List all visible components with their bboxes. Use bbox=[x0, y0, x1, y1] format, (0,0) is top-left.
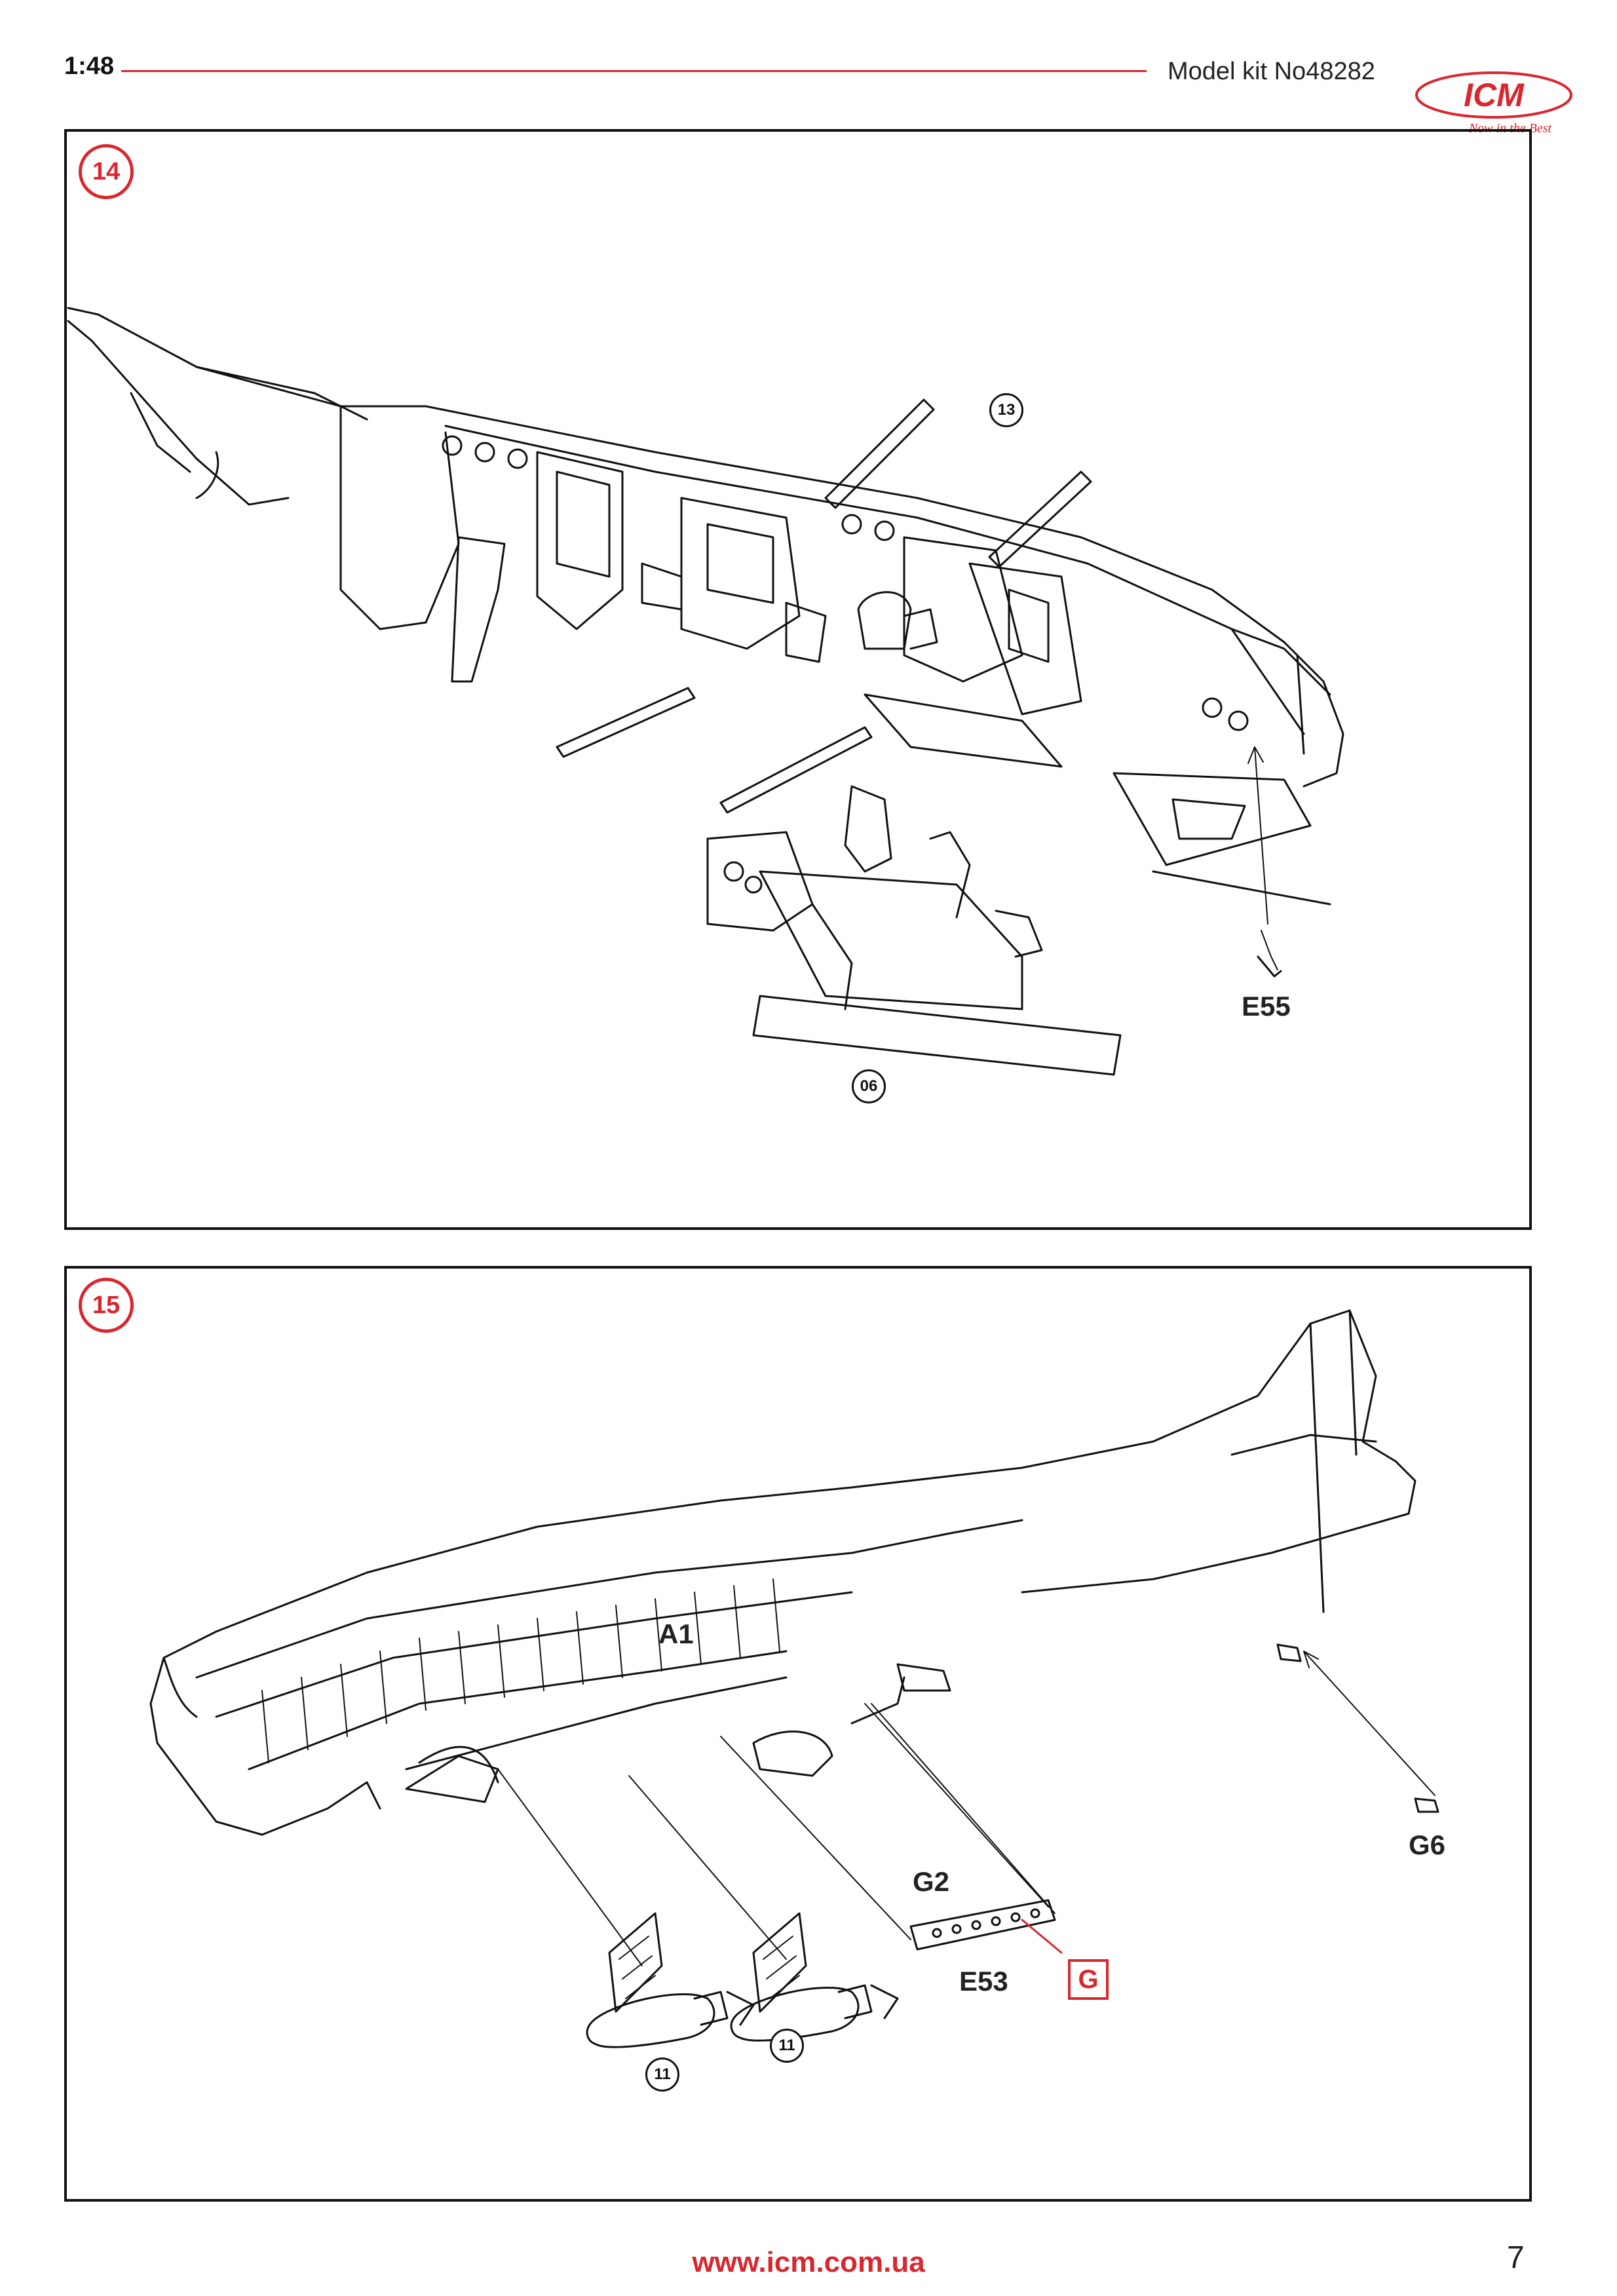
svg-text:ICM: ICM bbox=[1464, 77, 1525, 113]
part-label-g2: G2 bbox=[913, 1866, 950, 1897]
part-label-g6: G6 bbox=[1409, 1829, 1446, 1860]
part-label-e53: E53 bbox=[959, 1966, 1008, 1997]
subassembly-11-badge-left: 11 bbox=[645, 2057, 679, 2092]
scale-label: 1:48 bbox=[64, 52, 115, 80]
step-14-fuselage-half bbox=[67, 307, 1344, 1076]
step-14-panel bbox=[64, 129, 1532, 1230]
subassembly-06-badge: 06 bbox=[852, 1069, 886, 1103]
step-14-badge: 14 bbox=[79, 144, 134, 199]
subassembly-11-badge-right: 11 bbox=[770, 2029, 804, 2063]
step-15-fuselage-half bbox=[149, 1309, 1439, 2048]
subassembly-13-badge: 13 bbox=[989, 393, 1023, 427]
step-15-panel bbox=[64, 1266, 1532, 2202]
sprue-g-marker: G bbox=[1068, 1959, 1109, 2000]
page-number: 7 bbox=[1507, 2240, 1525, 2275]
part-label-e55: E55 bbox=[1242, 991, 1291, 1022]
model-kit-number: Model kit No48282 bbox=[1168, 58, 1375, 85]
header-rule bbox=[121, 70, 1147, 72]
step-15-badge: 15 bbox=[79, 1278, 134, 1333]
footer-url: www.icm.com.ua bbox=[692, 2246, 925, 2278]
part-label-a1: A1 bbox=[658, 1618, 694, 1649]
